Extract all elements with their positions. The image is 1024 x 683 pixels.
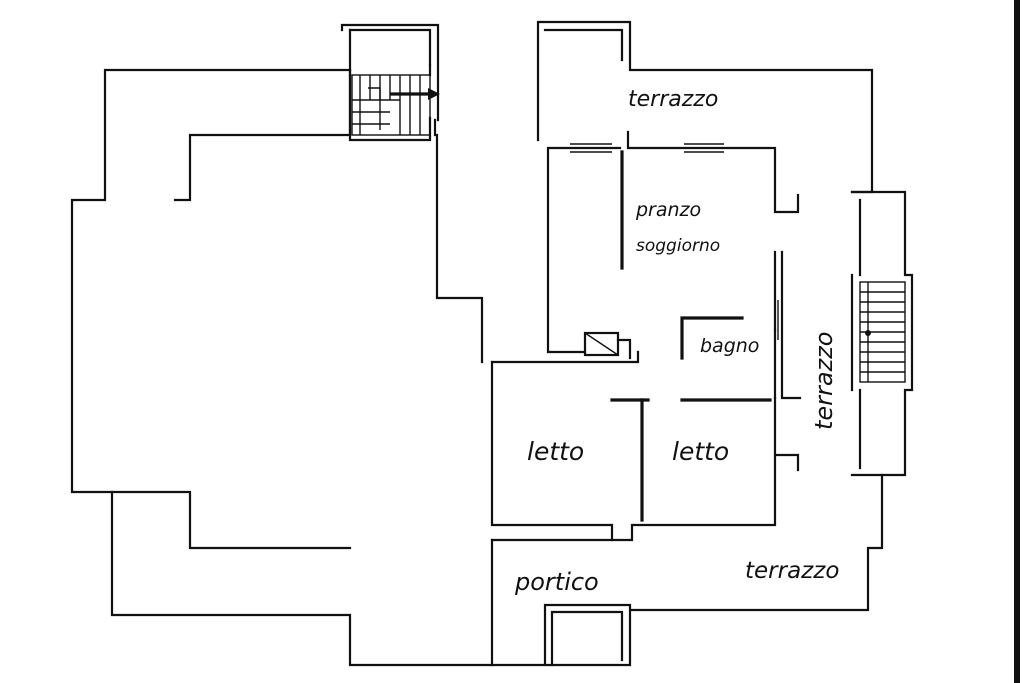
terrace-top-inner-notch [543,28,624,62]
label-terrazzo-right: terrazzo [810,332,838,431]
bedrooms-outline [490,360,800,542]
label-bagno: bagno [700,335,759,357]
label-terrazzo-top: terrazzo [628,87,718,112]
label-soggiorno: soggiorno [636,236,720,256]
portico-step [550,610,624,667]
house-right-wall [773,250,802,400]
label-letto-left: letto [527,437,584,466]
terrace-right-lower [630,473,884,612]
house-upper-walls [546,130,800,354]
label-pranzo: pranzo [635,199,701,221]
label-letto-right: letto [672,437,729,466]
inner-step-lower-left [110,490,352,550]
window-top-right [684,143,724,153]
inner-step-upper-left [173,68,352,202]
inner-contour-left [433,118,484,364]
hallway-walls [490,350,640,364]
outer-perimeter-left [70,68,494,667]
label-terrazzo-bottom: terrazzo [745,558,839,584]
stair-box-top [340,23,440,122]
portico-outline [490,538,632,667]
window-top-left [570,143,612,153]
label-portico: portico [514,568,599,596]
stair-right [859,281,906,383]
stair-top-left [351,74,440,136]
terrace-right-outline [850,190,914,477]
bagno-walls [680,316,744,360]
fireplace [583,331,632,360]
